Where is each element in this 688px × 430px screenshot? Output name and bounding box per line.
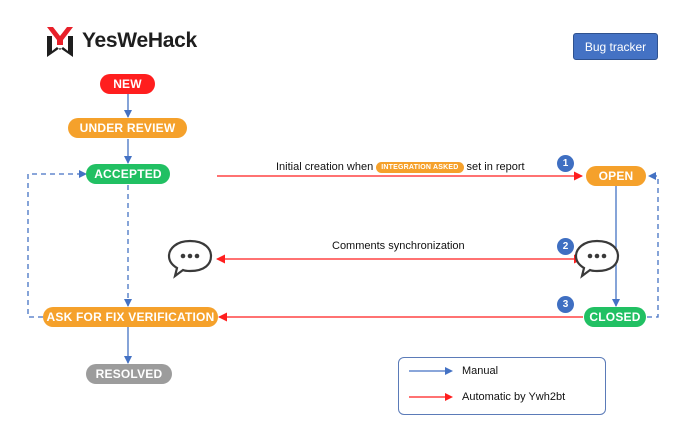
legend-automatic-label: Automatic by Ywh2bt [462, 391, 566, 403]
bug-tracker-label: Bug tracker [573, 33, 658, 60]
legend-item-automatic: Automatic by Ywh2bt [409, 391, 565, 403]
manual-line-icon [409, 367, 453, 375]
legend-manual-label: Manual [462, 365, 499, 377]
state-accepted: ACCEPTED [86, 164, 170, 184]
manual-dashed-closed-loop-to-open [647, 172, 659, 318]
legend: Manual Automatic by Ywh2bt [398, 357, 606, 415]
state-closed: CLOSED [584, 307, 646, 327]
legend-item-manual: Manual [409, 365, 498, 377]
flow-label-initial-suffix: set in report [466, 161, 525, 173]
comment-bubble-icon [167, 239, 213, 279]
step-badge-2: 2 [557, 238, 574, 255]
state-ask-for-fix-verification: ASK FOR FIX VERIFICATION [43, 307, 218, 327]
state-under-review: UNDER REVIEW [68, 118, 187, 138]
comment-bubble-icon [574, 239, 620, 279]
step-badge-1: 1 [557, 155, 574, 172]
flow-label-initial-prefix: Initial creation when [276, 161, 374, 173]
flow-label-comments-sync: Comments synchronization [332, 240, 465, 252]
integration-asked-badge: INTEGRATION ASKED [376, 162, 464, 173]
state-new: NEW [100, 74, 155, 94]
manual-dashed-askfix-loop-to-accepted [27, 170, 87, 318]
brand-name: YesWeHack [82, 29, 197, 52]
step-badge-3: 3 [557, 296, 574, 313]
state-open: OPEN [586, 166, 646, 186]
yeswehack-logo-icon [47, 27, 73, 57]
automatic-line-icon [409, 393, 453, 401]
state-resolved: RESOLVED [86, 364, 172, 384]
yeswehack-logo: YesWeHack [46, 24, 197, 58]
